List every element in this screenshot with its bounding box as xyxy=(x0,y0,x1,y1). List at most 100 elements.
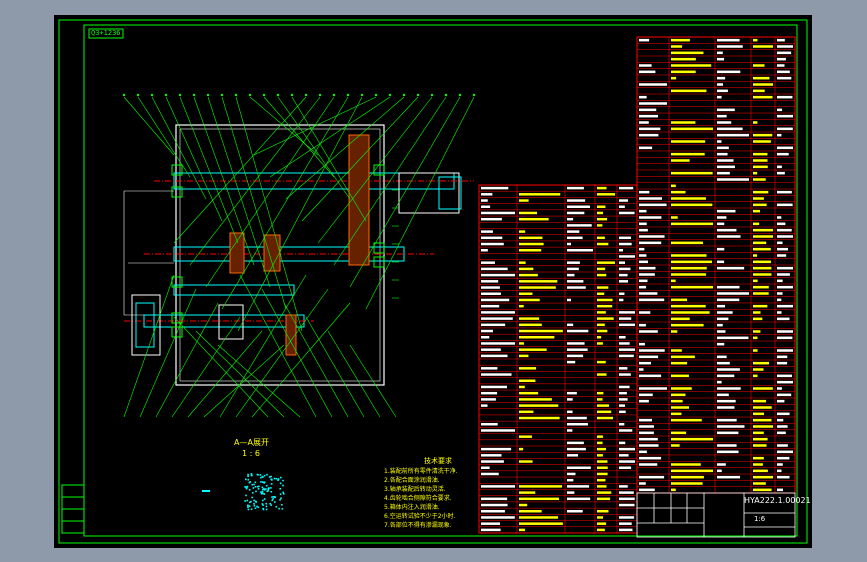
table-cell-text xyxy=(671,241,703,245)
table-cell-text xyxy=(777,247,788,251)
scatter-point xyxy=(265,505,268,508)
scatter-point xyxy=(265,508,268,511)
scatter-point xyxy=(277,478,280,480)
table-cell-text xyxy=(671,387,692,390)
corner-tag: Q3+1236 xyxy=(91,29,121,37)
table-cell-text xyxy=(639,38,650,42)
leader-dot-top xyxy=(290,93,294,97)
leader-line-top xyxy=(269,96,391,178)
table-cell-text xyxy=(777,374,793,378)
leader-line-top xyxy=(173,96,307,244)
parts-list-table-upper xyxy=(636,36,796,494)
table-cell-text xyxy=(753,431,764,435)
leader-line-top xyxy=(235,96,303,332)
table-cell-text xyxy=(717,317,729,321)
scatter-point xyxy=(260,491,262,493)
table-cell-text xyxy=(717,83,724,86)
table-cell-text xyxy=(717,260,725,264)
table-cell-text xyxy=(777,133,782,137)
table-cell-text xyxy=(717,152,728,156)
table-cell-text xyxy=(597,267,606,271)
table-cell-text xyxy=(717,393,729,397)
table-cell-text xyxy=(567,273,575,277)
table-cell-text xyxy=(619,454,629,457)
table-cell-text xyxy=(753,374,758,378)
parts-list-table-lower xyxy=(478,184,638,534)
table-cell-text xyxy=(777,235,793,238)
table-cell-text xyxy=(481,186,509,190)
table-cell-text xyxy=(519,261,526,264)
table-cell-text xyxy=(777,222,786,226)
table-cell-text xyxy=(777,57,786,61)
scatter-point xyxy=(247,473,249,476)
table-cell-text xyxy=(753,190,769,194)
table-cell-text xyxy=(619,280,629,283)
table-cell-text xyxy=(619,255,635,258)
table-cell-text xyxy=(753,254,758,257)
scatter-point xyxy=(261,481,264,483)
table-cell-text xyxy=(481,466,490,469)
scatter-point xyxy=(251,496,253,499)
table-cell-text xyxy=(639,222,647,226)
table-cell-text xyxy=(567,398,573,401)
cad-drawing-canvas[interactable]: Q3+1236 A—A展开 1 : 6 技术要求 1.装配前所有零件清洗干净.2… xyxy=(54,15,812,548)
table-cell-text xyxy=(777,45,793,48)
table-cell-text xyxy=(717,418,737,422)
table-cell-text xyxy=(717,431,739,435)
table-cell-text xyxy=(753,406,772,409)
scatter-point xyxy=(247,506,249,508)
table-cell-text xyxy=(777,146,793,150)
table-cell-text xyxy=(717,266,745,270)
table-cell-text xyxy=(777,190,792,194)
outer-frame xyxy=(58,19,808,544)
table-cell-text xyxy=(717,121,732,124)
section-scale: 1 : 6 xyxy=(242,449,260,458)
table-cell-text xyxy=(567,217,574,221)
table-cell-text xyxy=(717,45,743,48)
table-cell-text xyxy=(597,342,603,345)
table-cell-text xyxy=(481,298,510,302)
table-cell-text xyxy=(481,230,493,233)
table-cell-text xyxy=(619,267,631,271)
leader-line-top xyxy=(207,96,271,288)
table-cell-text xyxy=(567,472,576,476)
table-cell-text xyxy=(717,399,736,403)
table-cell-text xyxy=(519,348,547,351)
table-cell-text xyxy=(519,379,536,382)
table-cell-text xyxy=(567,205,590,208)
leader-line-bottom xyxy=(187,330,263,418)
table-cell-text xyxy=(567,224,592,227)
table-cell-text xyxy=(671,140,706,143)
table-cell-text xyxy=(639,399,649,403)
table-cell-text xyxy=(597,323,605,327)
table-cell-text xyxy=(777,431,786,435)
table-cell-text xyxy=(619,398,628,401)
table-cell-text xyxy=(567,447,586,451)
table-cell-text xyxy=(717,108,735,112)
table-cell-text xyxy=(717,95,722,99)
table-cell-text xyxy=(481,510,505,513)
scatter-point xyxy=(263,493,266,495)
scatter-point xyxy=(280,497,282,500)
table-cell-text xyxy=(671,273,707,276)
table-cell-text xyxy=(753,330,761,333)
scatter-point xyxy=(274,501,276,503)
table-cell-text xyxy=(671,159,690,162)
section-label: A—A展开 xyxy=(234,438,269,447)
table-cell-text xyxy=(777,361,788,365)
table-cell-text xyxy=(717,70,741,74)
table-cell-text xyxy=(639,355,659,359)
scatter-point xyxy=(262,492,264,495)
scatter-point xyxy=(263,474,266,477)
table-cell-text xyxy=(717,469,722,473)
scatter-point xyxy=(251,483,254,486)
table-cell-text xyxy=(753,368,764,371)
table-cell-text xyxy=(717,216,727,219)
table-cell-text xyxy=(671,222,713,226)
table-cell-text xyxy=(753,241,767,245)
scatter-point xyxy=(253,483,255,486)
table-cell-text xyxy=(639,108,657,112)
table-cell-text xyxy=(619,354,634,358)
table-cell-text xyxy=(597,404,610,407)
table-cell-text xyxy=(597,286,609,289)
